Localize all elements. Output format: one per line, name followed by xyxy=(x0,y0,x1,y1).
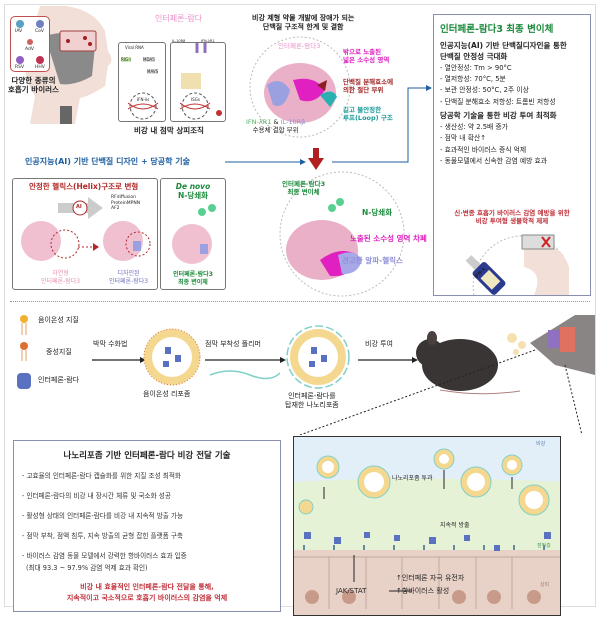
glycosylated-protein xyxy=(172,204,216,264)
release-label: 지속적 방출 xyxy=(440,522,470,529)
step-intranasal: 비강 투여 xyxy=(365,340,393,348)
helix-label: 견고한 알파-헬릭스 xyxy=(342,256,403,265)
protein-ribbons xyxy=(21,221,151,261)
jakstat-label: JAK/STAT xyxy=(336,587,367,595)
nasal-cavity-label: 비강 xyxy=(536,441,546,447)
ai-icon xyxy=(58,197,103,219)
legend-icons xyxy=(17,315,31,389)
nasal-spray-illustration xyxy=(465,234,569,295)
delivery-tech-box: 나노리포좀 기반 인터페론-람다 비강 전달 기술 - 고효율의 인터페론-람다… xyxy=(13,440,281,612)
isg-label: ↑인터페론 자극 유전자 xyxy=(396,574,465,582)
tech-line: 인공지능(AI) 기반 단백질 디자인 + 당공학 기술 xyxy=(25,157,191,166)
virus-iav: IAV xyxy=(15,29,23,34)
antiviral-label: ↑항바이러스 활성 xyxy=(396,587,450,595)
hydro-shield-label: 노출된 소수성 영역 차폐 xyxy=(350,234,427,243)
legend-neutral-lipid: 중성지질 xyxy=(46,348,72,356)
interferon-lambda-label: 인터페론-람다 xyxy=(155,14,203,23)
virus-rsv: RSV xyxy=(15,65,25,70)
dna-icon xyxy=(127,92,159,120)
infected-cell-box: Viral RNA RIG-I MDA5 MAVS IFN-λs xyxy=(118,42,166,122)
mucus-label: 점막층 xyxy=(537,543,551,549)
glyco-label: N-당쇄화 xyxy=(362,208,393,217)
flow-arrows xyxy=(225,85,432,170)
mucosa-panel: 비강 나노리포좀 투과 지속적 방출 점막층 상피 JAK/STAT ↑인터페론… xyxy=(293,436,561,616)
virus-adv: AdV xyxy=(25,47,34,52)
liposome-caption: 음이온성 리포좀 xyxy=(143,390,191,398)
final-variant-surface xyxy=(279,171,405,297)
receptor-dna-icon xyxy=(179,43,222,120)
virus-cov: CoV xyxy=(35,29,44,34)
legend-anionic-lipid: 음이온성 지질 xyxy=(38,316,79,324)
tissue-caption: 비강 내 점막 상피조직 xyxy=(134,126,204,135)
section-divider xyxy=(10,301,590,302)
protein-label: 인터페론-람다3 xyxy=(278,42,321,50)
virus-box: IAV CoV AdV RSV HHV xyxy=(10,16,50,72)
process-graphics xyxy=(92,315,595,435)
neighbor-cell-box: IL-10Rβ IFN-λR1 ISGs xyxy=(170,39,226,122)
virus-hhv: HHV xyxy=(35,65,45,70)
penetration-label: 나노리포좀 투과 xyxy=(392,475,433,482)
mucosa-illustration xyxy=(294,437,560,615)
step-thin-film: 박막 수화법 xyxy=(93,340,128,348)
step-polymer: 점막 부착성 폴리머 xyxy=(205,340,261,348)
legend-interferon-lambda: 인터페론-람다 xyxy=(38,376,80,384)
epithelium-label: 상피 xyxy=(540,582,550,588)
native-protein-surface xyxy=(249,36,351,138)
virus-icons xyxy=(16,20,44,64)
